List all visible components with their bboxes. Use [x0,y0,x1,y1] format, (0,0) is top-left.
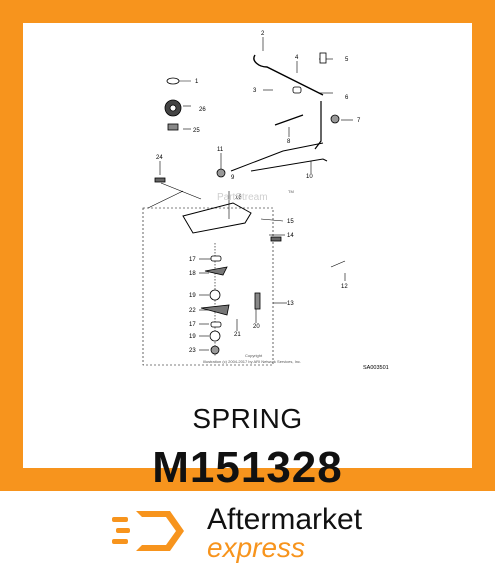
callout-labels: 2 1 4 5 3 6 7 8 26 25 11 24 9 10 16 15 1… [156,31,361,354]
svg-text:9: 9 [231,175,235,181]
svg-text:17: 17 [189,257,196,263]
svg-text:6: 6 [345,95,349,101]
screw-5 [319,52,327,64]
spring-13 [254,292,261,310]
svg-text:20: 20 [253,324,260,330]
spring-24 [154,177,166,183]
svg-text:5: 5 [345,57,349,63]
lever-22 [200,304,230,316]
aftermarket-express-logo-icon [112,511,184,551]
svg-text:4: 4 [295,55,299,61]
svg-text:7: 7 [357,118,361,124]
washer-1 [166,77,180,85]
watermark: PartStream [217,192,268,203]
parts-diagram: 2 1 4 5 3 6 7 8 26 25 11 24 9 10 16 15 1… [142,31,389,371]
assembly-outline [142,207,274,366]
svg-text:17: 17 [189,322,196,328]
svg-text:8: 8 [287,139,291,145]
part-name: SPRING [192,403,303,434]
part-4 [292,86,302,94]
copyright-1: Copyright [245,353,263,358]
product-panel: 2 1 4 5 3 6 7 8 26 25 11 24 9 10 16 15 1… [23,23,472,492]
figure-code: SA003501 [363,365,389,371]
screw-14 [270,236,282,242]
svg-text:18: 18 [189,271,196,277]
svg-text:1: 1 [195,79,199,85]
brand-name-line1: Aftermarket [207,503,363,536]
brand-name-line2: express [207,532,306,563]
washer-17a [210,255,222,262]
watermark-tm: TM [288,189,294,194]
svg-text:12: 12 [341,284,348,290]
copyright-2: Illustration (c) 2004-2017 by ARI Networ… [203,359,301,364]
svg-text:2: 2 [261,31,265,37]
governor-part-25 [167,123,179,131]
svg-text:11: 11 [217,147,224,153]
lever-18 [204,266,228,276]
svg-text:10: 10 [306,174,313,180]
nut-7 [330,114,340,124]
washer-19a [209,289,221,301]
svg-text:24: 24 [156,155,163,161]
svg-text:19: 19 [189,293,196,299]
nut-23 [210,345,220,355]
nut-11 [216,168,226,178]
part-number: M151328 [152,443,343,492]
svg-text:19: 19 [189,334,196,340]
svg-text:26: 26 [199,107,206,113]
svg-text:16: 16 [235,195,242,201]
svg-text:22: 22 [189,308,196,314]
brand-footer [0,491,495,575]
svg-text:21: 21 [234,332,241,338]
svg-text:13: 13 [287,301,294,307]
svg-text:3: 3 [253,88,257,94]
svg-text:14: 14 [287,233,294,239]
svg-text:23: 23 [189,348,196,354]
washer-17b [210,321,222,328]
washer-19b [209,330,221,342]
svg-text:25: 25 [193,128,200,134]
svg-text:15: 15 [287,219,294,225]
